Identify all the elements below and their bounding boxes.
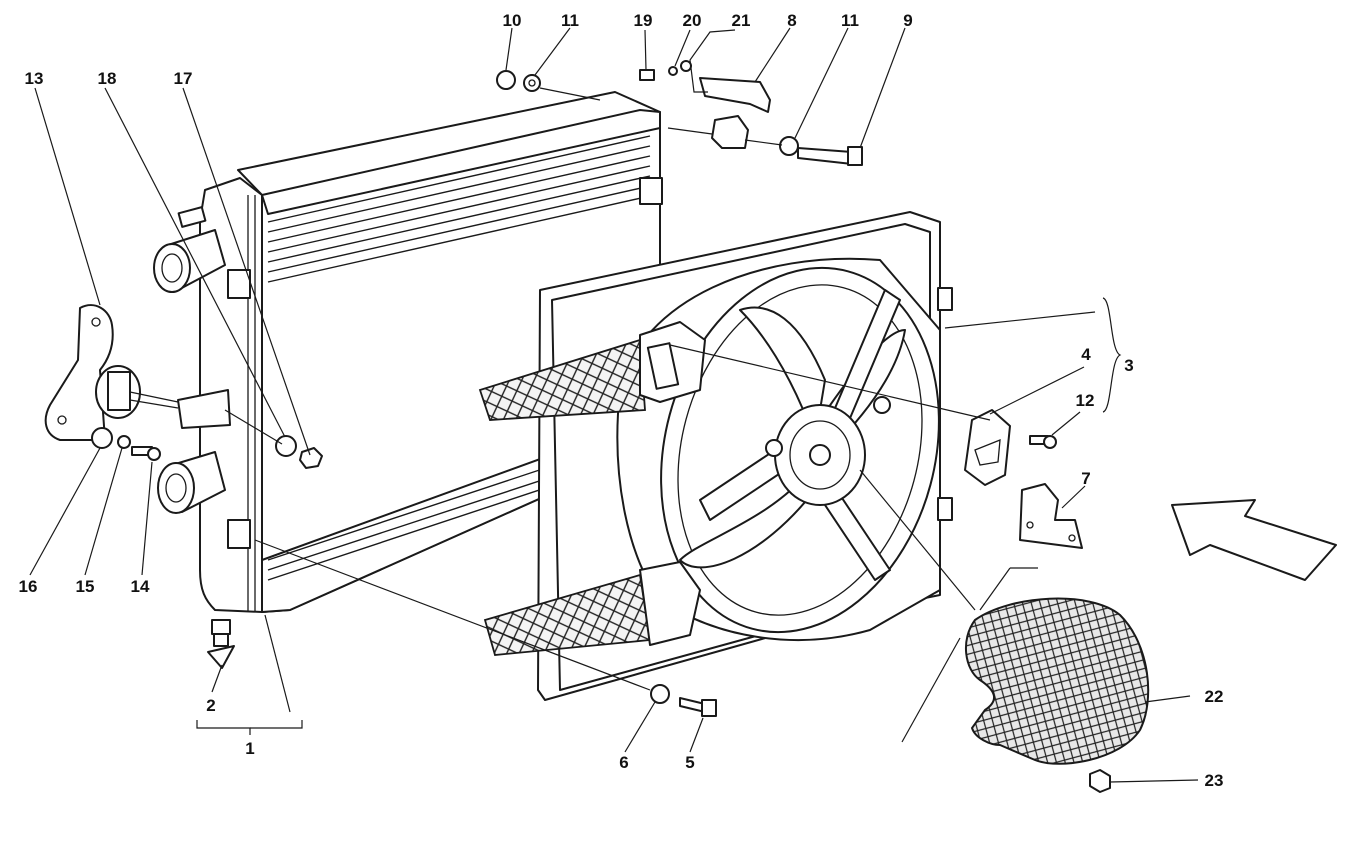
callout-17: 17 (174, 69, 193, 88)
lower-bolt-washer (650, 684, 717, 717)
callout-5: 5 (685, 753, 694, 772)
fan-mount-grommet (964, 409, 1057, 486)
callout-1: 1 (245, 739, 254, 758)
upper-mount-hardware (496, 60, 863, 166)
callout-12: 12 (1076, 391, 1095, 410)
callout-21: 21 (732, 11, 751, 30)
direction-arrow-icon (1171, 499, 1337, 581)
callout-11a: 11 (561, 11, 579, 30)
callout-20: 20 (683, 11, 702, 30)
callout-11b: 11 (841, 11, 859, 30)
callout-16: 16 (19, 577, 38, 596)
callout-7: 7 (1081, 469, 1090, 488)
protective-mesh-shield (964, 597, 1150, 793)
callout-10: 10 (503, 11, 522, 30)
callout-labels: 1 2 3 4 5 6 7 8 9 10 11 11 12 13 14 15 1… (19, 11, 1224, 790)
callout-8: 8 (787, 11, 796, 30)
callout-13: 13 (25, 69, 44, 88)
mount-bracket-7 (1019, 483, 1083, 549)
upper-grille-bracket (478, 321, 706, 421)
callout-14: 14 (131, 577, 150, 596)
callout-18: 18 (98, 69, 117, 88)
callout-15: 15 (76, 577, 95, 596)
lower-hose-outlet (157, 451, 226, 514)
callout-9: 9 (903, 11, 912, 30)
callout-23: 23 (1205, 771, 1224, 790)
callout-19: 19 (634, 11, 653, 30)
leader-lines (29, 27, 1199, 783)
upper-hose-outlet (153, 206, 226, 293)
callout-2: 2 (206, 696, 215, 715)
drain-plug (207, 619, 235, 669)
fan-shroud-assembly (478, 211, 953, 701)
lower-grille-bracket (483, 561, 701, 656)
callout-3: 3 (1124, 356, 1133, 375)
callout-22: 22 (1205, 687, 1224, 706)
callout-4: 4 (1081, 345, 1091, 364)
callout-6: 6 (619, 753, 628, 772)
left-mount-bracket (44, 304, 323, 469)
